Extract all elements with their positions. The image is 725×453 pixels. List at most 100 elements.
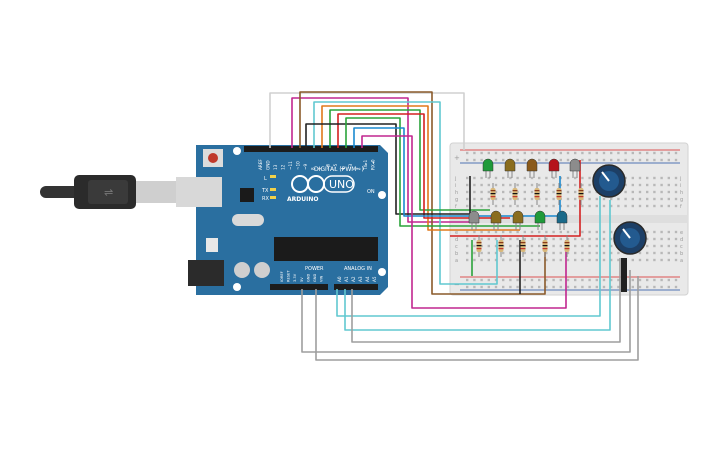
breadboard-hole — [638, 251, 642, 255]
reset-button-cap[interactable] — [208, 153, 218, 163]
resistor[interactable] — [542, 235, 548, 257]
breadboard-hole — [602, 278, 606, 282]
resistor[interactable] — [534, 183, 540, 205]
led[interactable] — [482, 158, 494, 178]
tx-led-label: TX — [261, 188, 269, 194]
breadboard-hole — [610, 278, 613, 282]
wire-green-2[interactable] — [345, 117, 540, 227]
wire-cyan-a2[interactable] — [336, 196, 601, 317]
resistor[interactable] — [498, 235, 504, 257]
resistor[interactable] — [512, 183, 518, 205]
potentiometers[interactable] — [592, 164, 647, 292]
resistor[interactable] — [556, 183, 562, 205]
wire-gray-a1[interactable] — [315, 276, 639, 361]
breadboard-hole — [660, 204, 663, 208]
breadboard-hole — [602, 237, 606, 241]
wire-red-1[interactable] — [337, 113, 510, 219]
wire-cyan-1[interactable] — [313, 101, 498, 285]
breadboard-hole — [595, 237, 598, 241]
breadboard-hole — [646, 204, 649, 208]
led[interactable] — [512, 210, 524, 230]
jumper-wires[interactable] — [269, 91, 639, 361]
analog-pin-label: A3 — [358, 276, 363, 282]
wire-black-1[interactable] — [305, 123, 471, 215]
breadboard-hole — [494, 230, 498, 234]
breadboard-hole — [538, 151, 541, 155]
wire-green-1[interactable] — [329, 109, 490, 211]
breadboard-hole — [466, 285, 469, 289]
breadboard-hole — [653, 237, 656, 241]
digital-pin-label: GND — [266, 160, 271, 170]
breadboard-hole — [588, 237, 591, 241]
wire-magenta-1[interactable] — [291, 97, 472, 223]
breadboard-hole — [473, 204, 476, 208]
breadboard-hole — [674, 285, 678, 289]
breadboard-hole — [566, 237, 570, 241]
breadboard-hole — [638, 183, 642, 187]
wire-red-2[interactable] — [450, 160, 581, 237]
breadboard-hole — [660, 197, 663, 201]
wire-gray-a0[interactable] — [301, 270, 631, 353]
breadboard-hole — [538, 230, 541, 234]
analog-pin-label: A4 — [365, 276, 370, 282]
breadboard-hole — [494, 158, 498, 162]
breadboard-hole — [574, 230, 577, 234]
led-bulb — [548, 158, 560, 172]
led[interactable] — [490, 210, 502, 230]
led[interactable] — [569, 158, 581, 178]
resistor[interactable] — [490, 183, 496, 205]
breadboard-hole — [566, 151, 570, 155]
breadboard-hole — [473, 258, 476, 262]
breadboard-hole — [545, 237, 548, 241]
voltage-regulator — [206, 238, 218, 252]
breadboard-hole — [523, 251, 526, 255]
breadboard-hole — [523, 237, 526, 241]
wire-brown-1[interactable] — [299, 91, 546, 295]
led[interactable] — [556, 210, 568, 230]
breadboard-hole — [487, 258, 490, 262]
wire-gray-top[interactable] — [269, 92, 465, 150]
breadboard-hole — [523, 258, 526, 262]
breadboard-hole — [509, 251, 512, 255]
leds[interactable] — [468, 158, 581, 230]
breadboard-hole — [502, 258, 505, 262]
usb-port — [176, 177, 222, 207]
breadboard-hole — [552, 197, 555, 201]
breadboard-hole — [509, 151, 512, 155]
led[interactable] — [468, 210, 480, 230]
led[interactable] — [526, 158, 538, 178]
breadboard-hole — [545, 176, 548, 180]
resistor[interactable] — [564, 235, 570, 257]
potentiometer-2[interactable] — [613, 221, 647, 255]
breadboard-hole — [530, 151, 534, 155]
wire-blue-1[interactable] — [353, 127, 561, 217]
breadboard-hole — [602, 244, 606, 248]
resistor[interactable] — [476, 235, 482, 257]
wire-magenta-2[interactable] — [361, 135, 567, 309]
resistor[interactable] — [578, 183, 584, 205]
resistor[interactable] — [520, 235, 526, 257]
breadboard-hole — [538, 285, 541, 289]
breadboard-hole — [581, 237, 584, 241]
led[interactable] — [548, 158, 560, 178]
breadboard-hole — [552, 244, 555, 248]
breadboard-hole — [617, 158, 620, 162]
analog-pin-label: A5 — [372, 276, 377, 282]
potentiometer-1[interactable] — [592, 164, 626, 198]
digital-pin-label: AREF — [258, 159, 263, 170]
led[interactable] — [504, 158, 516, 178]
breadboard-hole — [466, 151, 469, 155]
wire-cyan-a3[interactable] — [344, 200, 611, 331]
atmega-chip — [274, 237, 378, 261]
resistor-band — [498, 245, 504, 247]
power-jack — [188, 260, 224, 286]
wire-orange-1[interactable] — [321, 105, 520, 231]
wire-gray-a4[interactable] — [351, 258, 621, 343]
led[interactable] — [534, 210, 546, 230]
breadboard-hole — [566, 278, 570, 282]
resistors[interactable] — [476, 183, 584, 257]
breadboard-hole — [588, 183, 591, 187]
breadboard-hole — [602, 197, 606, 201]
